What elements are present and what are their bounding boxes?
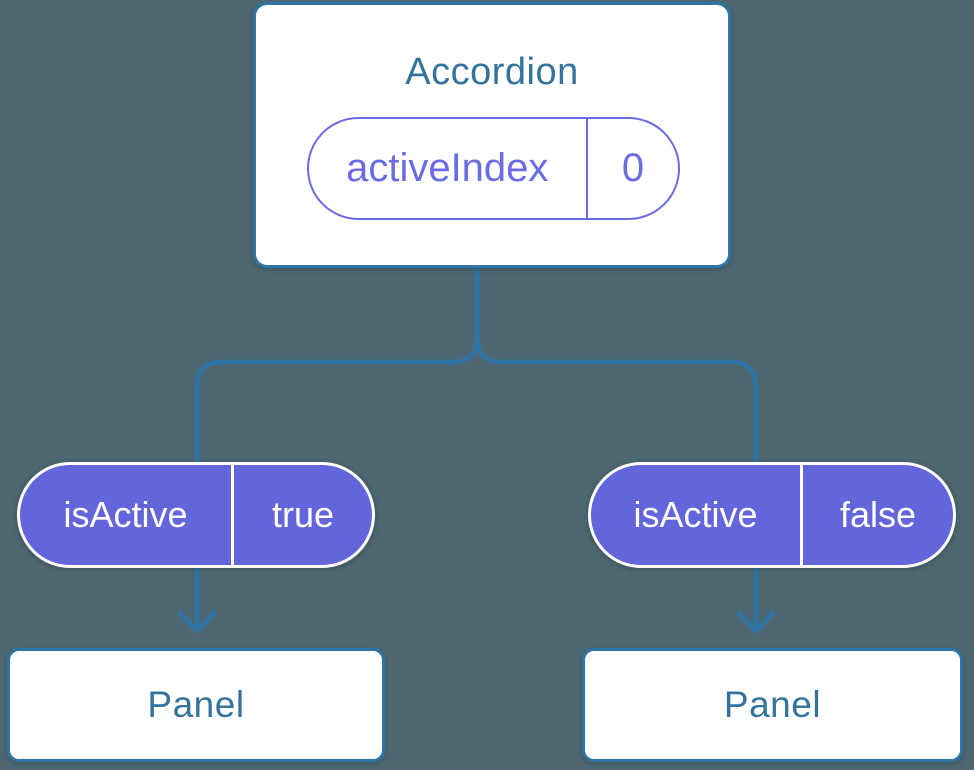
panel-node-label: Panel [147,684,245,725]
accordion-node: Accordion activeIndex 0 [253,2,731,268]
arrowhead-left-icon [177,610,217,634]
state-pill-value: 0 [621,146,645,190]
prop-pill-divider [800,465,803,565]
accordion-node-title: Accordion [405,51,579,93]
prop-pill-isactive-true: isActive true [17,462,375,568]
branch-line-right [474,262,759,631]
prop-pill-isactive-false: isActive false [588,462,956,568]
prop-pill-name: isActive [633,494,758,535]
state-pill-activeindex: activeIndex 0 [307,117,680,220]
state-pill-name: activeIndex [346,146,549,190]
prop-pill-divider [231,465,234,565]
prop-pill-value: false [839,494,917,535]
panel-node-left: Panel [7,648,385,762]
prop-pill-value: true [271,494,335,535]
state-pill-divider [585,119,588,218]
panel-node-right: Panel [582,648,963,762]
prop-pill-name: isActive [63,494,188,535]
panel-node-label: Panel [723,684,822,725]
branch-line-left [194,262,480,631]
arrowhead-right-icon [736,610,776,634]
